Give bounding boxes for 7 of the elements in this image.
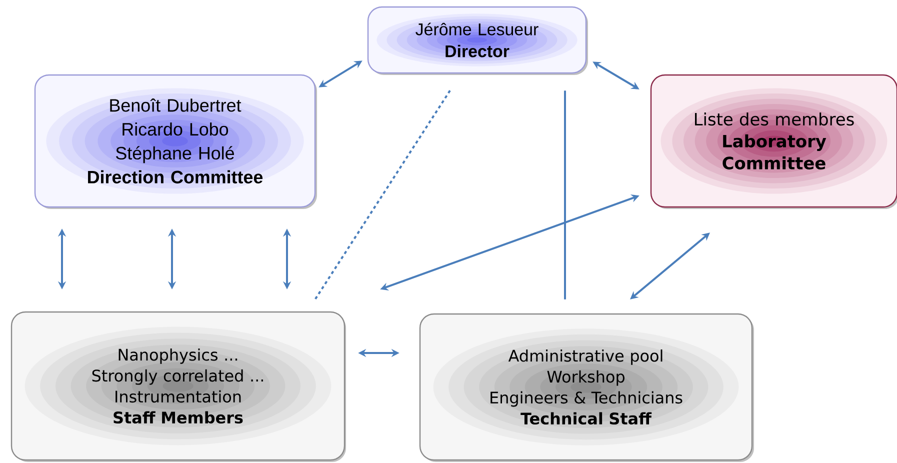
org-box: Liste des membres Laboratory Committee [650,74,897,209]
connector-line [314,90,451,300]
org-box: Administrative pool Workshop Engineers & Technicians Technical Staff [419,313,754,462]
org-box: Benoît Dubertret Ricardo Lobo Stéphane Holé Direction Committee [34,74,317,209]
org-box: Nanophysics ... Strongly correlated ... Instrumentation Staff Members [10,311,346,462]
connector-line [564,90,566,300]
org-box: Jérôme Lesueur Director [367,6,588,75]
